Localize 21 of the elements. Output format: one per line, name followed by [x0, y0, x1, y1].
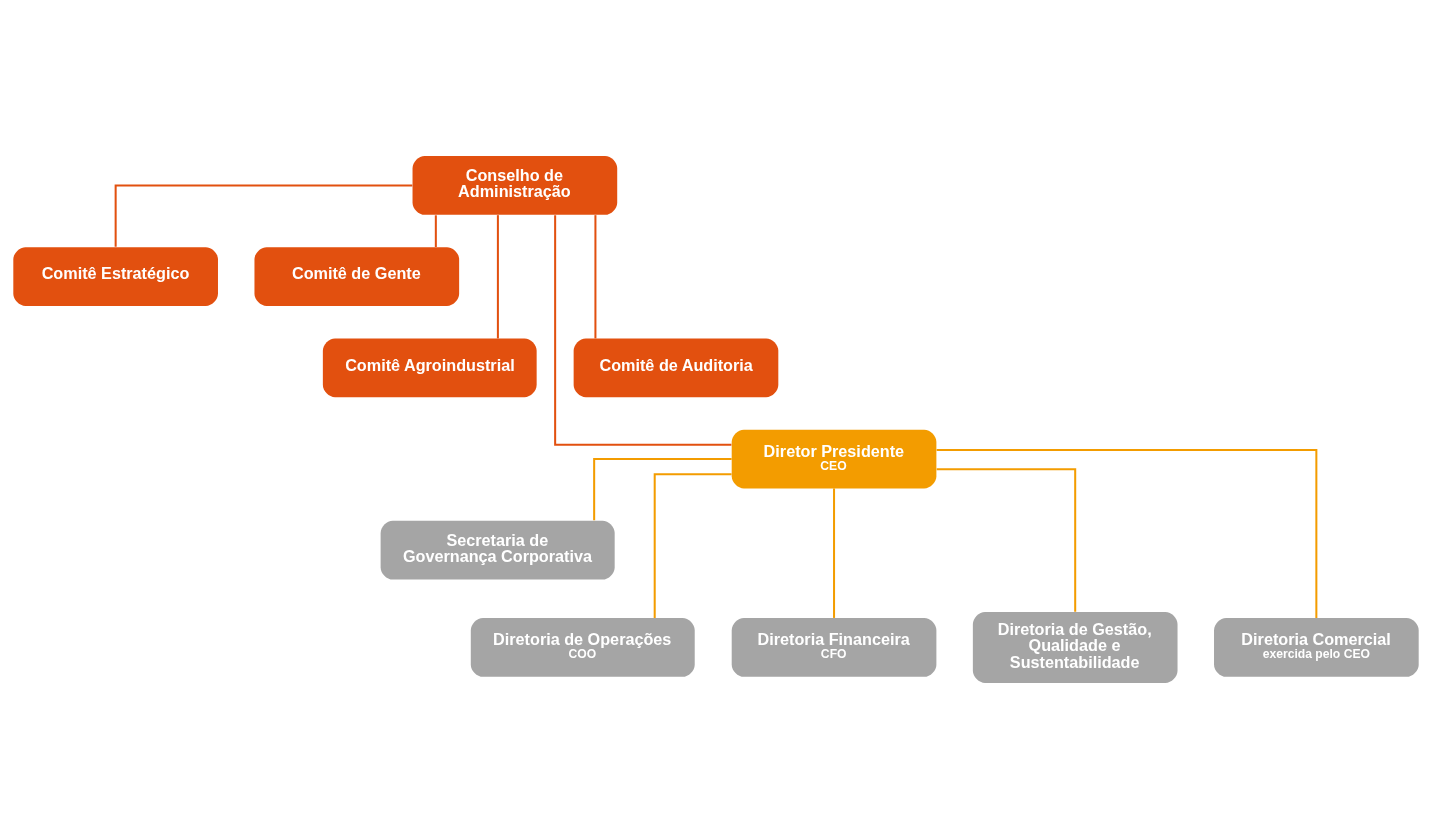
connector: [936, 467, 1076, 612]
node-box: Diretoria de Operações COO: [470, 617, 695, 677]
connector: [592, 457, 732, 520]
connector: [936, 448, 1317, 618]
node-box: Diretoria de Gestão, Qualidade e Sustentabilidade: [972, 611, 1178, 683]
connector: [553, 214, 731, 446]
node-box: Conselho de Administração: [412, 155, 617, 215]
node-box: Secretaria de Governança Corporativa: [380, 520, 615, 580]
connector: [434, 214, 437, 247]
node-box: Diretoria Comercial exercida pelo CEO: [1213, 617, 1419, 677]
node-box: Comitê de Auditoria: [573, 337, 778, 397]
node-box: Comitê Agroindustrial: [322, 337, 537, 397]
connector: [832, 487, 835, 618]
node-box: Diretor Presidente CEO: [731, 429, 936, 488]
node-box: Comitê Estratégico: [12, 246, 218, 306]
connector: [114, 183, 412, 247]
connector: [653, 472, 732, 618]
node-box: Comitê de Gente: [253, 246, 459, 306]
node-box: Diretoria Financeira CFO: [731, 617, 936, 677]
connector: [593, 214, 596, 338]
connector: [496, 214, 499, 338]
